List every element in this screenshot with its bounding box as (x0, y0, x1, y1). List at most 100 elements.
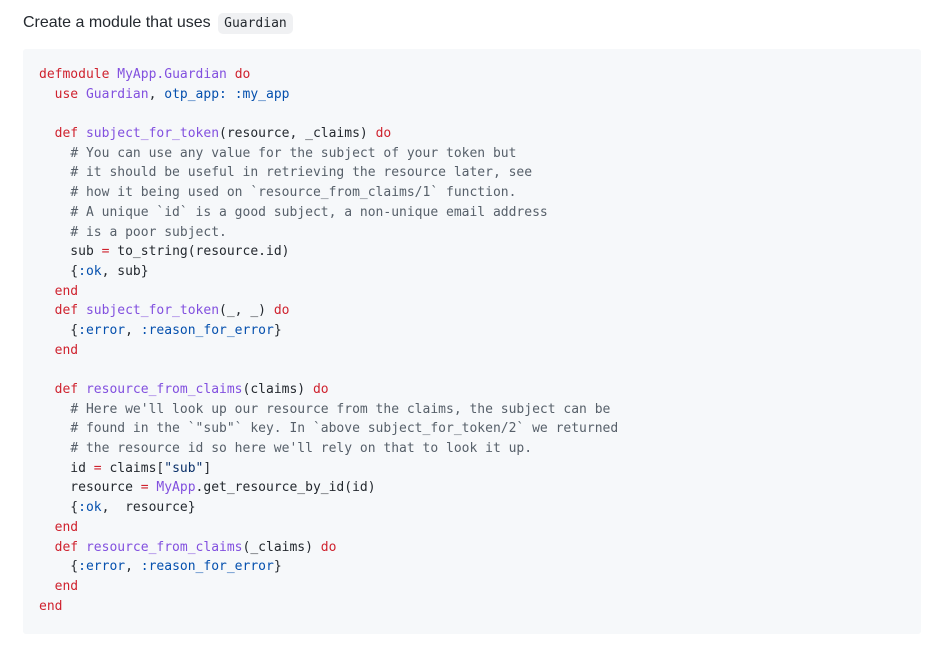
code-token-plain (39, 402, 70, 417)
code-token-keyword: def (54, 303, 79, 319)
code-line: def subject_for_token(resource, _claims)… (39, 124, 921, 144)
code-token-keyword: do (312, 382, 329, 397)
code-token-plain (78, 87, 86, 102)
code-line: def resource_from_claims(_claims) do (39, 538, 921, 558)
code-token-comment: # A unique `id` is a good subject, a non… (70, 204, 548, 220)
code-token-keyword: do (273, 303, 290, 319)
code-token-plain: (resource, _claims) (219, 126, 376, 142)
code-line: # how it being used on `resource_from_cl… (39, 183, 921, 203)
code-token-plain: id (39, 460, 94, 476)
code-token-plain (227, 87, 235, 102)
code-token-keyword: def (54, 126, 79, 142)
code-line: # the resource id so here we'll rely on … (39, 439, 921, 459)
code-token-plain: to_string(resource.id) (109, 244, 290, 260)
code-token-plain (39, 303, 55, 318)
code-line: # A unique `id` is a good subject, a non… (39, 203, 921, 223)
code-token-comment: # Here we'll look up our resource from t… (70, 401, 611, 417)
code-token-plain: ] (203, 460, 212, 476)
code-token-plain: } (273, 559, 282, 575)
code-line: def resource_from_claims(claims) do (39, 380, 921, 400)
code-token-plain: sub (39, 244, 102, 260)
code-line: resource = MyApp.get_resource_by_id(id) (39, 478, 921, 498)
code-token-plain (78, 126, 86, 141)
code-token-plain: (_claims) (242, 539, 321, 555)
code-token-operator: = (101, 244, 110, 260)
code-line: end (39, 597, 921, 617)
code-token-plain: (claims) (242, 382, 313, 397)
code-token-plain: { (39, 322, 79, 338)
code-token-plain (39, 165, 70, 180)
code-token-atom: :error (78, 559, 126, 575)
code-token-keyword: end (54, 283, 79, 299)
code-token-keyword: defmodule (39, 67, 110, 82)
code-line: id = claims["sub"] (39, 459, 921, 479)
code-token-function: subject_for_token (85, 303, 220, 319)
code-token-operator: = (140, 480, 149, 496)
code-line: {:ok, sub} (39, 262, 921, 282)
code-token-plain: , (125, 322, 141, 338)
code-token-plain: , resource} (101, 500, 196, 516)
code-token-plain (39, 540, 55, 555)
code-token-string: "sub" (164, 460, 204, 476)
code-line: sub = to_string(resource.id) (39, 242, 921, 262)
code-content[interactable]: defmodule MyApp.Guardian do use Guardian… (39, 65, 921, 616)
code-token-plain: { (39, 500, 79, 516)
code-token-plain: .get_resource_by_id(id) (195, 480, 376, 496)
code-line: end (39, 577, 921, 597)
code-token-plain (39, 421, 70, 436)
code-token-atom: :reason_for_error (140, 322, 274, 338)
code-token-comment: # how it being used on `resource_from_cl… (70, 185, 517, 201)
code-token-keyword: def (54, 382, 79, 397)
code-token-keyword: use (54, 86, 79, 102)
code-token-keyword: end (54, 578, 79, 594)
code-token-plain: claims[ (101, 460, 165, 476)
code-token-keyword: end (39, 598, 63, 614)
code-line: end (39, 341, 921, 361)
code-line: use Guardian, otp_app: :my_app (39, 85, 921, 105)
code-token-plain (39, 225, 70, 240)
code-line: defmodule MyApp.Guardian do (39, 65, 921, 85)
code-token-keyword: do (234, 67, 251, 82)
code-token-plain (39, 126, 55, 141)
code-token-plain: { (39, 559, 79, 575)
code-token-plain (227, 67, 235, 82)
code-token-plain: (_, _) (219, 303, 274, 319)
code-line: end (39, 518, 921, 538)
code-token-atom: otp_app: (164, 86, 227, 102)
code-block[interactable]: defmodule MyApp.Guardian do use Guardian… (23, 49, 921, 634)
code-line: end (39, 282, 921, 302)
code-line: # is a poor subject. (39, 223, 921, 243)
code-token-plain (78, 382, 86, 397)
code-line: # found in the `"sub"` key. In `above su… (39, 419, 921, 439)
code-token-plain (39, 87, 55, 102)
code-token-comment: # is a poor subject. (70, 224, 227, 240)
code-token-keyword: do (320, 539, 337, 555)
code-line: {:ok, resource} (39, 498, 921, 518)
code-token-plain (39, 205, 70, 220)
code-line: # You can use any value for the subject … (39, 144, 921, 164)
code-token-function: resource_from_claims (85, 539, 243, 555)
code-line (39, 104, 921, 124)
code-token-plain (39, 441, 70, 456)
code-token-plain (39, 146, 70, 161)
code-token-atom: :error (78, 322, 126, 338)
code-token-plain (39, 382, 55, 397)
code-token-operator: = (93, 460, 102, 476)
code-token-keyword: do (375, 126, 392, 142)
code-token-atom: :reason_for_error (140, 559, 274, 575)
code-line (39, 360, 921, 380)
code-token-comment: # found in the `"sub"` key. In `above su… (70, 421, 619, 437)
code-token-module: MyApp (156, 480, 196, 496)
code-token-module: MyApp.Guardian (117, 67, 227, 82)
inline-code-guardian: Guardian (218, 13, 293, 34)
code-token-plain (78, 303, 86, 318)
code-token-atom: :ok (78, 263, 102, 279)
code-token-plain: resource (39, 480, 141, 496)
code-line: # it should be useful in retrieving the … (39, 163, 921, 183)
code-token-plain: , (148, 86, 165, 102)
code-token-comment: # You can use any value for the subject … (70, 145, 517, 161)
code-token-atom: :ok (78, 500, 102, 516)
code-token-plain (39, 343, 55, 358)
code-token-comment: # the resource id so here we'll rely on … (70, 441, 533, 457)
